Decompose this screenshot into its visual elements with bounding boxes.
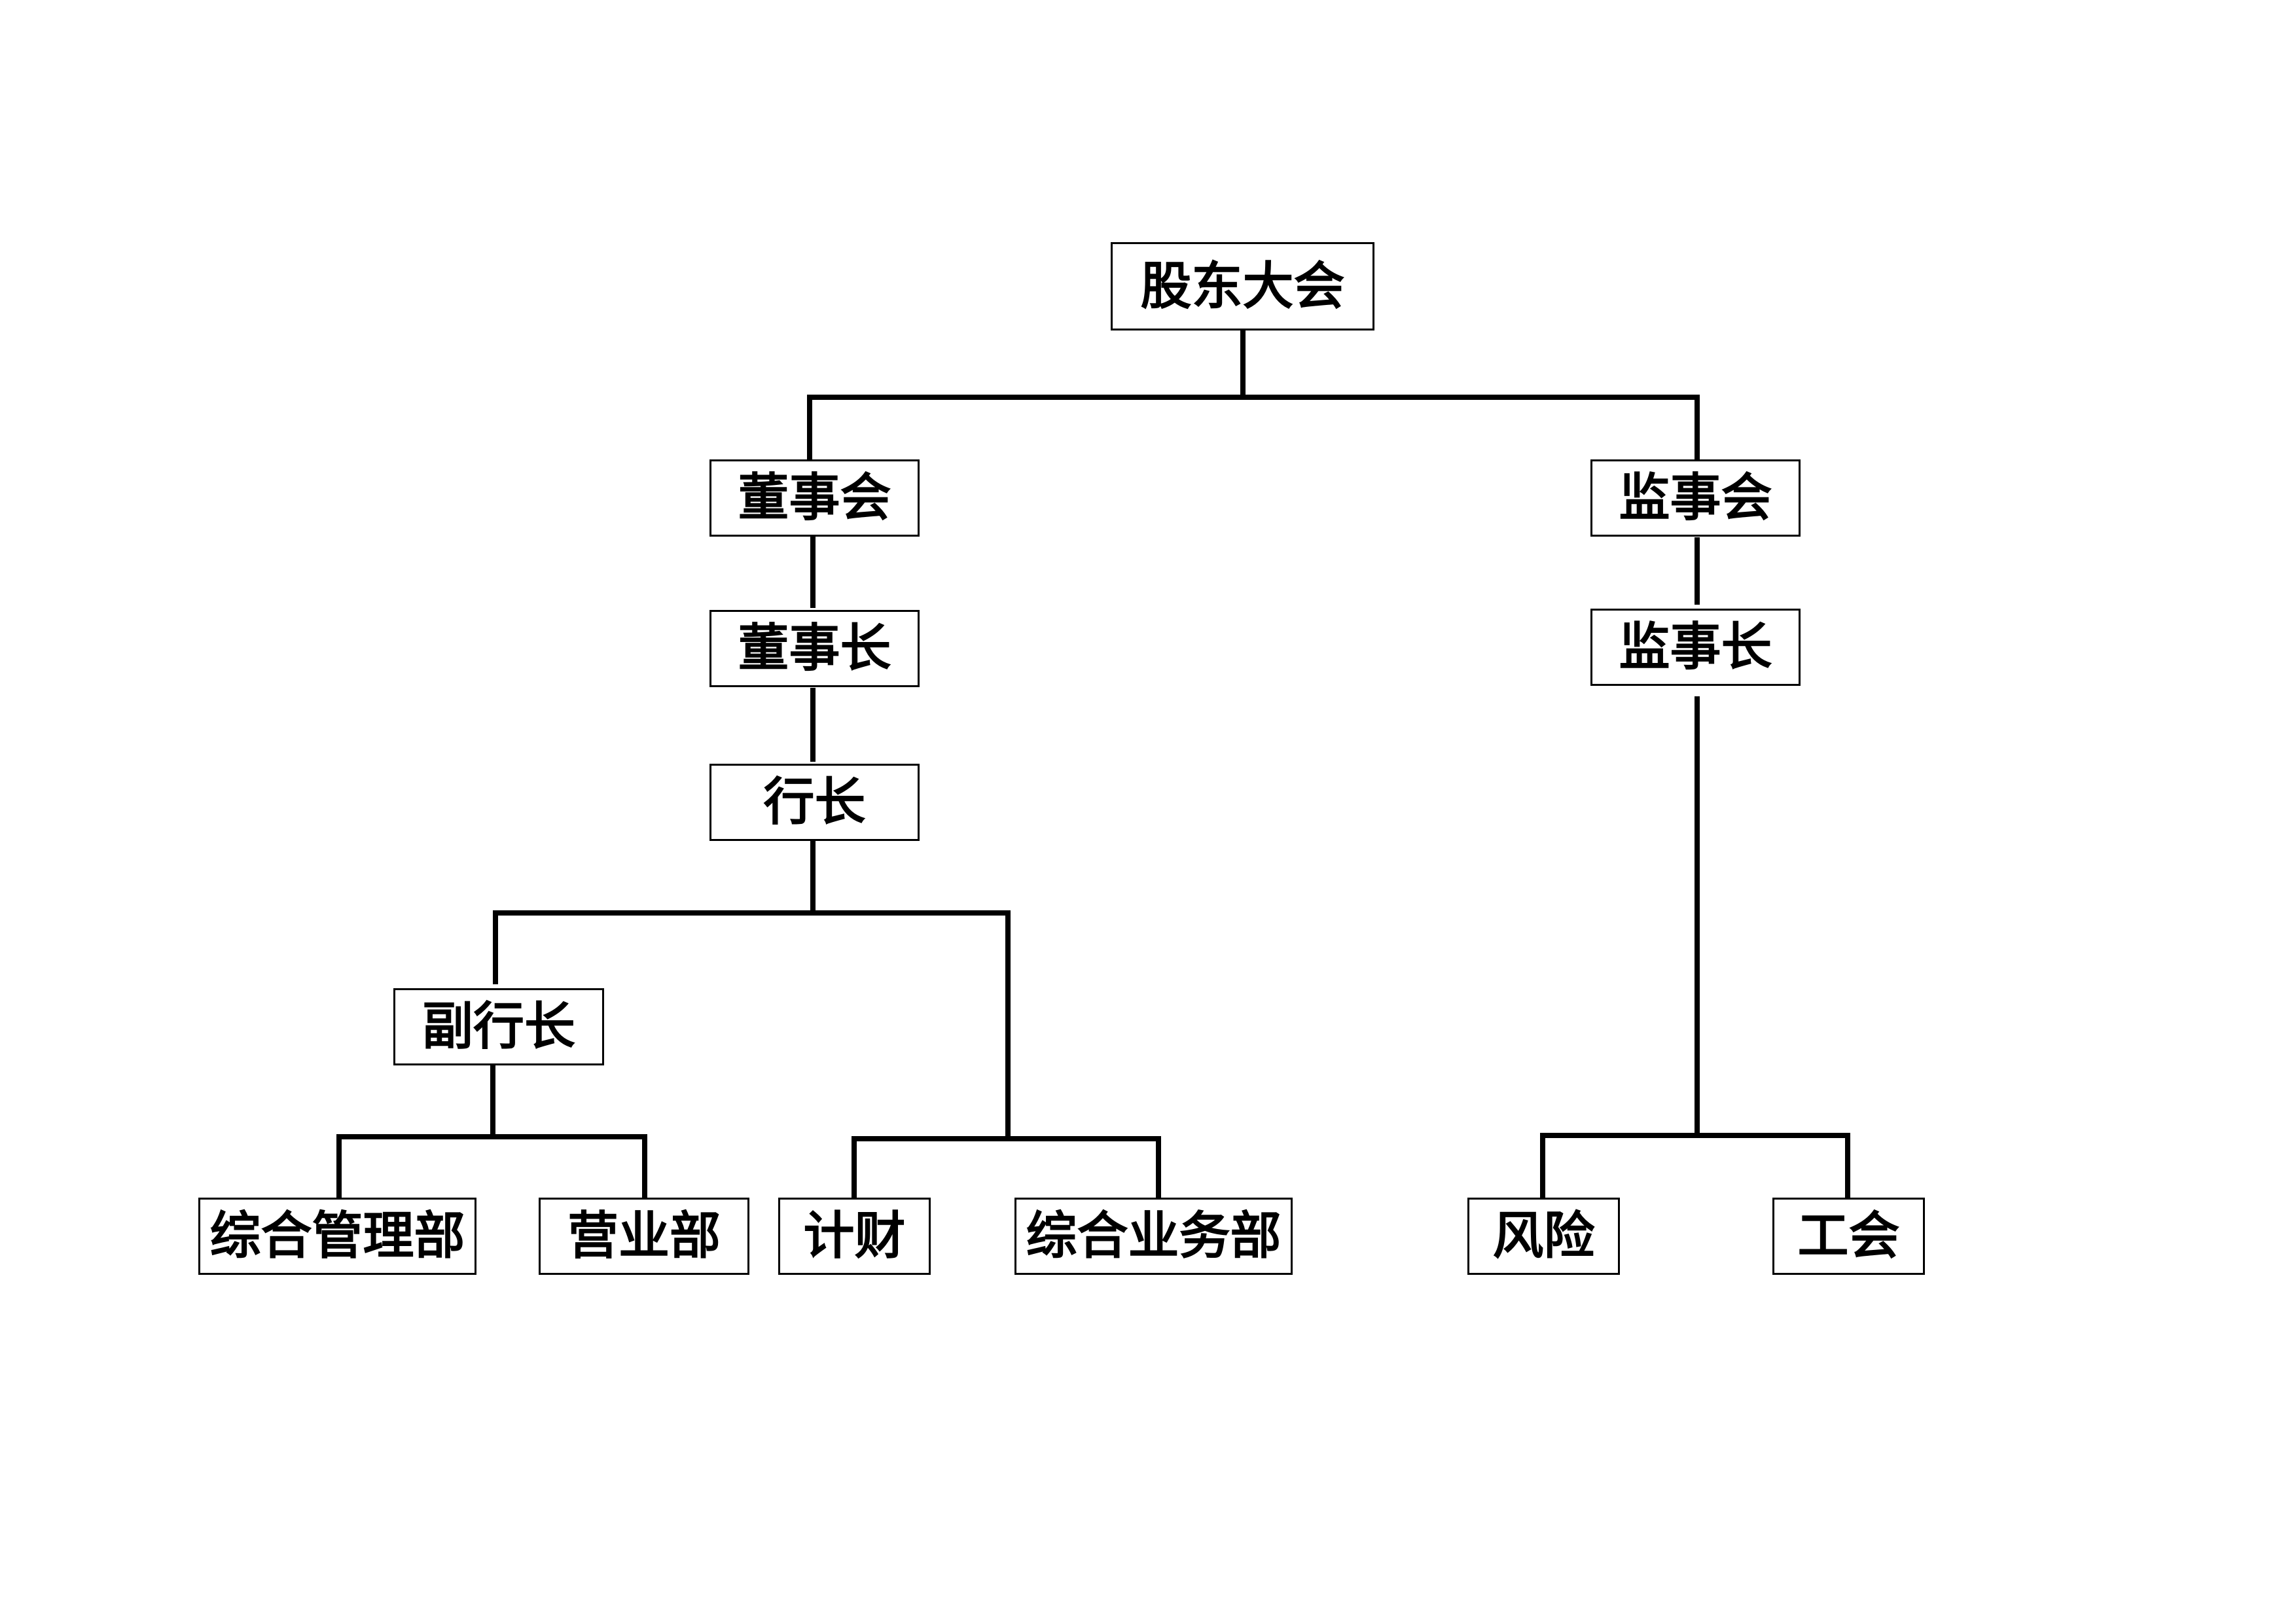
node-chief-supervisor: 监事长	[1590, 609, 1801, 686]
node-risk: 风险	[1467, 1198, 1620, 1275]
node-board-of-directors: 董事会	[709, 459, 920, 537]
node-general-business-dept: 综合业务部	[1014, 1198, 1293, 1275]
node-finance: 计财	[778, 1198, 931, 1275]
node-chairman: 董事长	[709, 610, 920, 687]
node-board-of-supervisors: 监事会	[1590, 459, 1801, 537]
node-shareholders-meeting: 股东大会	[1111, 242, 1374, 330]
node-president: 行长	[709, 764, 920, 841]
node-vice-president: 副行长	[393, 988, 604, 1065]
node-business-dept: 营业部	[539, 1198, 749, 1275]
node-labor-union: 工会	[1772, 1198, 1925, 1275]
node-general-management-dept: 综合管理部	[198, 1198, 476, 1275]
